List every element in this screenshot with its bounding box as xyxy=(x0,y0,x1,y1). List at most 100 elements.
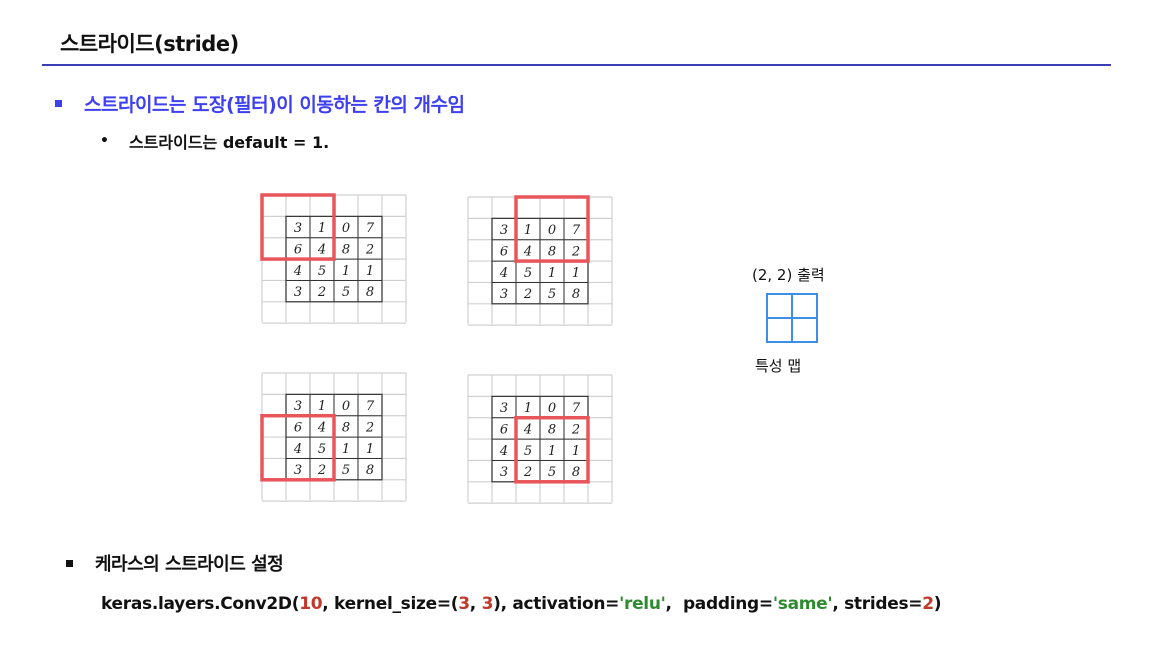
matrix-value: 2 xyxy=(365,420,374,435)
matrix-value: 4 xyxy=(293,264,302,279)
matrix-value: 8 xyxy=(548,244,556,259)
bullet-text: 케라스의 스트라이드 설정 xyxy=(95,554,284,575)
output-feature-map-grid xyxy=(766,293,818,347)
matrix-value: 6 xyxy=(500,422,508,437)
matrix-value: 2 xyxy=(523,465,532,480)
matrix-value: 5 xyxy=(524,266,532,281)
code-number: 10 xyxy=(299,594,323,614)
matrix-value: 3 xyxy=(500,401,508,416)
matrix-value: 1 xyxy=(572,444,580,459)
code-part: ) xyxy=(933,594,942,614)
matrix-value: 4 xyxy=(317,242,326,257)
matrix-value: 0 xyxy=(548,223,556,238)
matrix-value: 3 xyxy=(500,465,508,480)
matrix-value: 5 xyxy=(342,463,350,478)
bullet-stride-definition: 스트라이드는 도장(필터)이 이동하는 칸의 개수임 xyxy=(55,90,465,117)
matrix-value: 6 xyxy=(294,242,302,257)
matrix-value: 3 xyxy=(500,223,508,238)
code-part: keras.layers.Conv2D( xyxy=(101,594,300,614)
keras-code-line: keras.layers.Conv2D(10, kernel_size=(3, … xyxy=(101,594,942,614)
matrix-value: 1 xyxy=(524,401,532,416)
matrix-value: 3 xyxy=(294,399,302,414)
square-bullet-icon xyxy=(55,100,62,107)
matrix-value: 6 xyxy=(294,420,302,435)
matrix-value: 5 xyxy=(548,287,556,302)
square-bullet-icon xyxy=(66,559,73,567)
matrix-value: 7 xyxy=(572,401,581,416)
matrix-value: 7 xyxy=(366,221,375,236)
matrix-value: 3 xyxy=(294,221,302,236)
matrix-value: 4 xyxy=(317,420,326,435)
matrix-value: 1 xyxy=(318,221,326,236)
title-rule xyxy=(42,64,1111,66)
matrix-value: 2 xyxy=(317,285,326,300)
matrix-value: 1 xyxy=(548,266,556,281)
matrix-value: 2 xyxy=(317,463,326,478)
matrix-value: 8 xyxy=(342,420,350,435)
matrix-value: 2 xyxy=(571,422,580,437)
matrix-value: 1 xyxy=(572,266,580,281)
matrix-value: 7 xyxy=(366,399,375,414)
page-title: 스트라이드(stride) xyxy=(60,32,239,56)
matrix-value: 5 xyxy=(342,285,350,300)
matrix-value: 8 xyxy=(548,422,556,437)
code-part: , kernel_size=( xyxy=(322,594,459,614)
matrix-value: 1 xyxy=(318,399,326,414)
code-string: 'relu' xyxy=(619,594,666,614)
filter-window xyxy=(514,195,590,263)
matrix-value: 1 xyxy=(548,444,556,459)
code-part: , strides= xyxy=(832,594,923,614)
code-number: 2 xyxy=(922,594,934,614)
matrix-value: 4 xyxy=(499,266,508,281)
filter-window xyxy=(514,415,590,484)
matrix-value: 2 xyxy=(571,244,580,259)
matrix-value: 0 xyxy=(342,399,350,414)
matrix-value: 5 xyxy=(318,264,326,279)
matrix-value: 8 xyxy=(342,242,350,257)
bullet-text: 스트라이드는 default = 1. xyxy=(128,133,330,152)
filter-window xyxy=(260,413,336,482)
code-string: 'same' xyxy=(772,594,833,614)
dot-bullet-icon: • xyxy=(100,133,109,149)
matrix-value: 3 xyxy=(294,285,302,300)
bullet-text: 스트라이드는 도장(필터)이 이동하는 칸의 개수임 xyxy=(84,94,465,116)
matrix-value: 8 xyxy=(366,285,374,300)
matrix-value: 0 xyxy=(548,401,556,416)
matrix-value: 1 xyxy=(342,442,350,457)
bullet-keras-stride: 케라스의 스트라이드 설정 xyxy=(66,550,284,576)
code-number: 3 xyxy=(481,594,494,614)
code-number: 3 xyxy=(458,594,470,614)
matrix-value: 1 xyxy=(524,223,532,238)
matrix-value: 4 xyxy=(523,244,532,259)
matrix-value: 2 xyxy=(523,287,532,302)
matrix-value: 2 xyxy=(365,242,374,257)
matrix-value: 0 xyxy=(342,221,350,236)
code-part: ), activation= xyxy=(493,594,620,614)
filter-window xyxy=(260,193,336,261)
matrix-value: 5 xyxy=(524,444,532,459)
matrix-value: 7 xyxy=(572,223,581,238)
matrix-value: 1 xyxy=(342,264,350,279)
bullet-stride-default: • 스트라이드는 default = 1. xyxy=(100,129,329,153)
matrix-value: 1 xyxy=(366,264,374,279)
feature-map-label: 특성 맵 xyxy=(755,357,802,375)
matrix-value: 8 xyxy=(366,463,374,478)
code-part: , xyxy=(469,594,482,614)
matrix-value: 5 xyxy=(548,465,556,480)
output-size-label: (2, 2) 출력 xyxy=(752,266,825,284)
matrix-value: 5 xyxy=(318,442,326,457)
matrix-value: 4 xyxy=(523,422,532,437)
matrix-value: 4 xyxy=(499,444,508,459)
matrix-value: 3 xyxy=(294,463,302,478)
matrix-value: 6 xyxy=(500,244,508,259)
code-part: , padding= xyxy=(665,594,774,614)
matrix-value: 8 xyxy=(572,465,580,480)
matrix-value: 3 xyxy=(500,287,508,302)
matrix-value: 1 xyxy=(366,442,374,457)
matrix-value: 4 xyxy=(293,442,302,457)
matrix-value: 8 xyxy=(572,287,580,302)
